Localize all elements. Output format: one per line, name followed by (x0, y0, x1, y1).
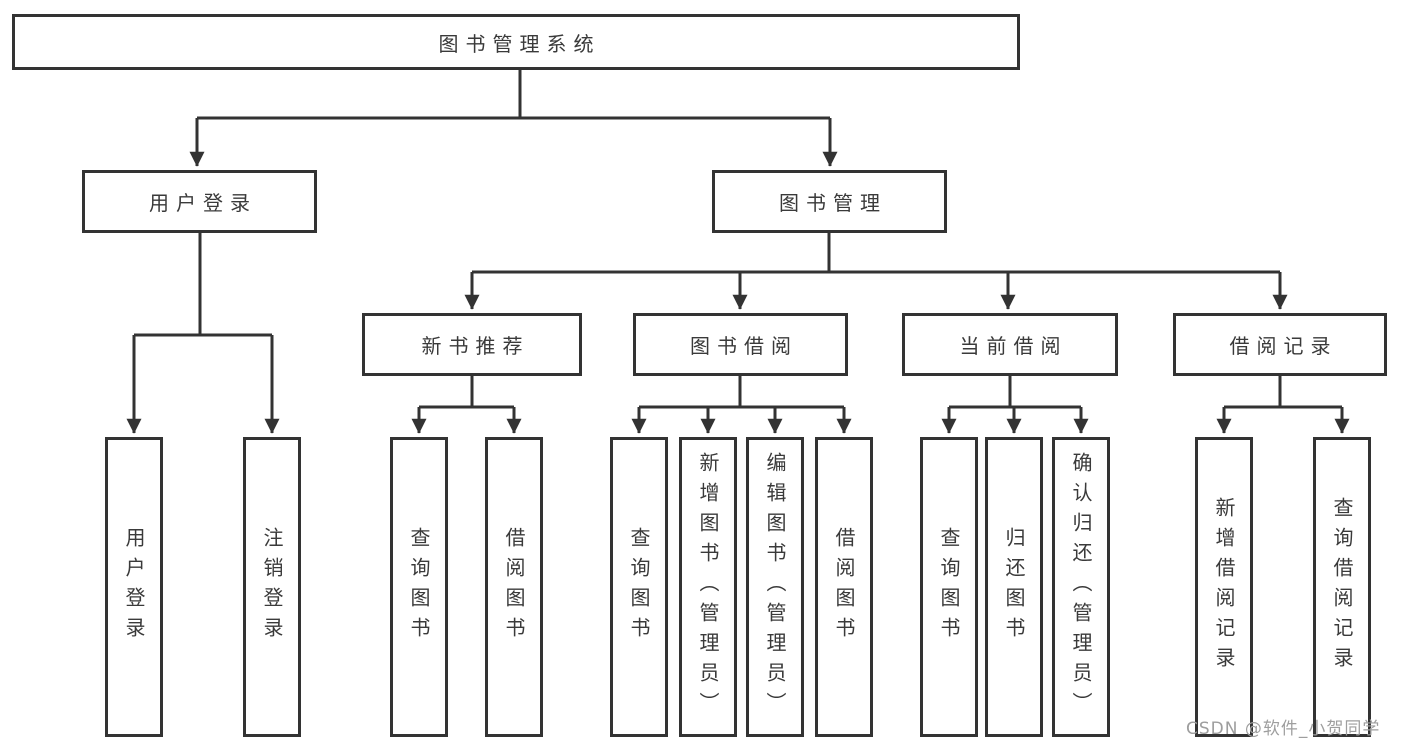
leaf-bb-add-books-admin: 新增图书（管理员） (679, 437, 737, 737)
csdn-watermark: CSDN @软件_小贺同学 (1186, 719, 1381, 739)
leaf-nb-borrow-books-label: 借阅图书 (502, 527, 526, 647)
node-current-borrowing: 当前借阅 (902, 313, 1118, 376)
leaf-br-add-record: 新增借阅记录 (1195, 437, 1253, 737)
node-library-system-label: 图书管理系统 (438, 31, 601, 56)
connector-borrowing-records-trunk (1224, 376, 1342, 409)
node-current-borrowing-label: 当前借阅 (959, 334, 1068, 358)
leaf-bb-borrow-books: 借阅图书 (815, 437, 873, 737)
leaf-logout: 注销登录 (243, 437, 301, 737)
leaf-bb-borrow-books-label: 借阅图书 (832, 527, 856, 647)
leaf-cb-return-books: 归还图书 (985, 437, 1043, 737)
leaf-bb-add-books-admin-label: 新增图书（管理员） (696, 452, 720, 722)
connector-book-management-trunk (472, 233, 1280, 274)
leaf-cb-query-books-label: 查询图书 (937, 527, 961, 647)
leaf-cb-confirm-return-admin-label: 确认归还（管理员） (1069, 452, 1093, 722)
leaf-user-login: 用户登录 (105, 437, 163, 737)
node-book-borrowing: 图书借阅 (633, 313, 848, 376)
node-new-book-recommend: 新书推荐 (362, 313, 582, 376)
node-new-book-recommend-label: 新书推荐 (421, 334, 530, 358)
node-user-login-label: 用户登录 (149, 191, 257, 215)
node-user-login: 用户登录 (82, 170, 317, 233)
connector-new-book-trunk (419, 376, 514, 409)
leaf-bb-edit-books-admin-label: 编辑图书（管理员） (763, 452, 787, 722)
connector-user-login-trunk (134, 233, 272, 337)
leaf-br-query-record: 查询借阅记录 (1313, 437, 1371, 737)
connector-root-trunk (197, 70, 830, 120)
node-library-system: 图书管理系统 (12, 14, 1020, 70)
leaf-nb-query-books: 查询图书 (390, 437, 448, 737)
leaf-cb-confirm-return-admin: 确认归还（管理员） (1052, 437, 1110, 737)
leaf-nb-borrow-books: 借阅图书 (485, 437, 543, 737)
leaf-br-add-record-label: 新增借阅记录 (1212, 497, 1236, 677)
leaf-br-query-record-label: 查询借阅记录 (1330, 497, 1354, 677)
leaf-cb-return-books-label: 归还图书 (1002, 527, 1026, 647)
leaf-bb-query-books: 查询图书 (610, 437, 668, 737)
node-book-management-label: 图书管理 (779, 191, 887, 215)
connector-current-borrowing-trunk (949, 376, 1081, 409)
leaf-nb-query-books-label: 查询图书 (407, 527, 431, 647)
node-book-management: 图书管理 (712, 170, 947, 233)
leaf-logout-label: 注销登录 (260, 527, 284, 647)
node-borrowing-records: 借阅记录 (1173, 313, 1387, 376)
leaf-user-login-label: 用户登录 (122, 527, 146, 647)
leaf-bb-edit-books-admin: 编辑图书（管理员） (746, 437, 804, 737)
connector-book-borrowing-trunk (639, 376, 844, 409)
leaf-bb-query-books-label: 查询图书 (627, 527, 651, 647)
node-borrowing-records-label: 借阅记录 (1229, 334, 1338, 358)
node-book-borrowing-label: 图书借阅 (690, 334, 798, 358)
leaf-cb-query-books: 查询图书 (920, 437, 978, 737)
